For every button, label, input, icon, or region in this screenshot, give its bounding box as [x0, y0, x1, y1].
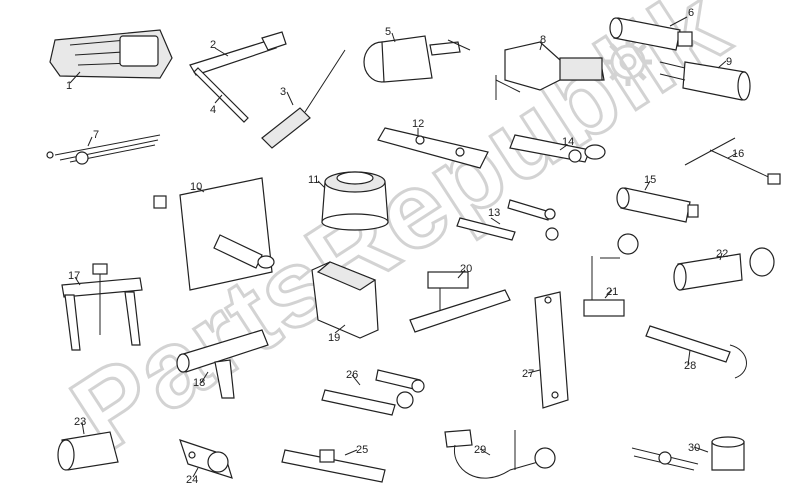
callout-13: 13: [488, 207, 500, 219]
tool-23-socket: [57, 431, 119, 471]
tool-2-4-box-spanner: [189, 31, 287, 123]
callout-28: 28: [684, 360, 696, 372]
callout-22: 22: [716, 248, 728, 260]
callout-25: 25: [356, 444, 368, 456]
tool-16-t-wrench: [684, 137, 781, 185]
tool-24-plate: [179, 439, 233, 479]
callout-8: 8: [540, 34, 546, 46]
callout-29: 29: [474, 444, 486, 456]
tool-15-cylinder: [616, 187, 699, 223]
tool-8-compressor: [495, 41, 605, 100]
callout-27: 27: [522, 368, 534, 380]
tool-3-screwdriver: [261, 49, 346, 149]
tool-26-drifts: [321, 369, 425, 416]
callout-1: 1: [66, 80, 72, 92]
tool-22-sleeves: [673, 247, 775, 291]
callout-7: 7: [93, 129, 99, 141]
tool-28-pin-spanner: [645, 325, 747, 379]
callout-16: 16: [732, 148, 744, 160]
callout-4: 4: [210, 104, 216, 116]
callout-30: 30: [688, 442, 700, 454]
callout-9: 9: [726, 56, 732, 68]
tool-5-puller: [363, 35, 471, 83]
tool-14-link: [509, 134, 606, 163]
tool-25-long-bar: [281, 449, 386, 483]
callout-20: 20: [460, 263, 472, 275]
tool-29-assembly: [444, 429, 556, 479]
tool-1-pouch: [49, 29, 173, 79]
callout-5: 5: [385, 26, 391, 38]
callout-24: 24: [186, 474, 198, 486]
callout-17: 17: [68, 270, 80, 282]
tool-9-sleeve: [659, 61, 751, 101]
callout-12: 12: [412, 118, 424, 130]
tool-19-stand: [311, 261, 379, 339]
tool-6-cylinder: [609, 17, 693, 51]
tool-10-plate: [153, 177, 275, 291]
gear-icon: [604, 38, 652, 86]
callout-labels: 1 2 3 4 5 6 7 8 9 10 11 12 13 14 15 16 1…: [66, 7, 744, 486]
callout-26: 26: [346, 369, 358, 381]
tool-20-fork: [409, 271, 511, 333]
tool-11-ring: [321, 171, 389, 231]
callout-11: 11: [308, 174, 319, 186]
tool-30-cylinder: [631, 436, 745, 471]
tool-17-puller-frame: [61, 263, 143, 351]
tool-27-vertical-plate: [534, 291, 569, 409]
callout-6: 6: [688, 7, 694, 19]
callout-2: 2: [210, 39, 216, 51]
callout-19: 19: [328, 332, 340, 344]
tool-13-drifts: [456, 199, 559, 241]
tool-7-rods: [46, 134, 161, 165]
tool-12-bar: [377, 127, 489, 169]
callout-18: 18: [193, 377, 205, 389]
callout-10: 10: [190, 181, 202, 193]
callout-3: 3: [280, 86, 286, 98]
callout-23: 23: [74, 416, 86, 428]
tool-21-dial-gauge: [583, 233, 639, 317]
tool-18-t-handle: [176, 329, 269, 399]
callout-15: 15: [644, 174, 656, 186]
callout-21: 21: [606, 286, 618, 298]
leader-lines: [69, 16, 738, 478]
callout-14: 14: [562, 136, 574, 148]
